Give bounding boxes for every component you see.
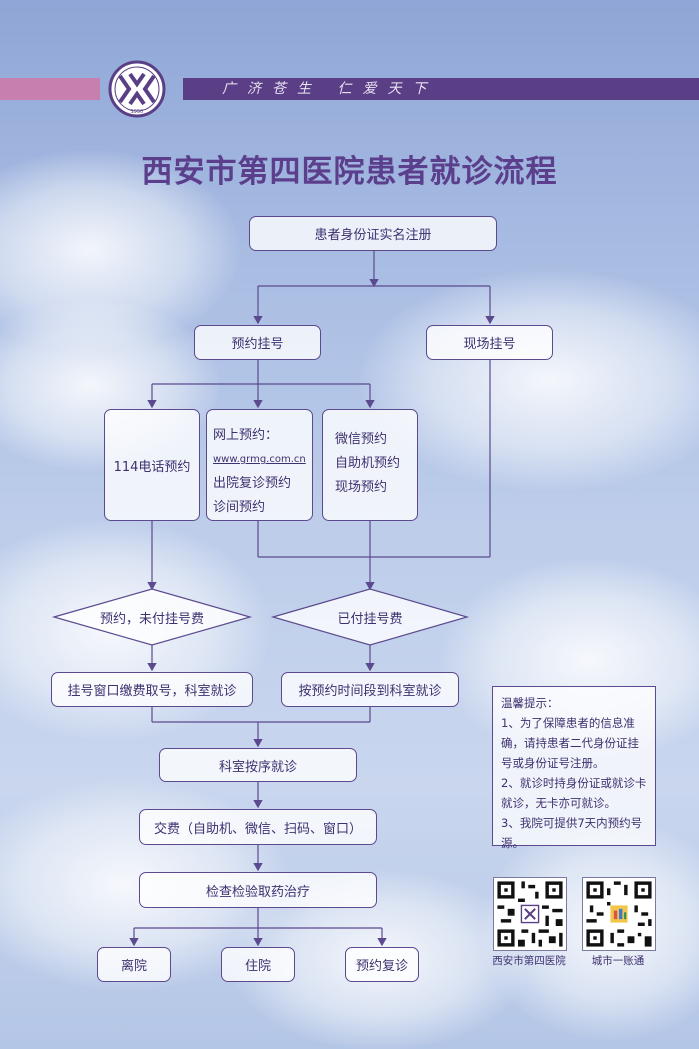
node-online: 网上预约： www.grmg.com.cn 出院复诊预约 诊间预约 <box>206 409 313 521</box>
node-payment: 交费（自助机、微信、扫码、窗口） <box>139 809 377 845</box>
page-title: 西安市第四医院患者就诊流程 <box>141 154 558 190</box>
logo-year: 1950 <box>131 109 144 115</box>
header-bar <box>183 78 699 100</box>
qr-code-city-icon <box>582 877 656 951</box>
node-window-pay: 挂号窗口缴费取号，科室就诊 <box>51 672 253 707</box>
node-inpatient: 住院 <box>221 947 295 982</box>
tips-panel: 温馨提示： 1、为了保障患者的信息准确，请持患者二代身份证挂号或身份证号注册。 … <box>492 686 656 850</box>
header-slogan: 广济苍生 仁爱天下 <box>222 81 438 97</box>
decision-unpaid-label: 预约，未付挂号费 <box>99 612 204 627</box>
qr-caption-hospital: 西安市第四医院 <box>492 955 566 967</box>
hospital-logo-icon: 1950 <box>108 60 166 118</box>
decision-paid-shape <box>270 588 470 646</box>
online-url: www.grmg.com.cn <box>213 454 306 465</box>
node-followup: 预约复诊 <box>345 947 419 982</box>
node-queue: 科室按序就诊 <box>159 748 357 782</box>
node-onsite: 现场挂号 <box>426 325 553 360</box>
qr-caption-city: 城市一账通 <box>591 955 645 967</box>
decision-unpaid-shape <box>51 588 253 646</box>
node-phone: 114电话预约 <box>104 409 200 521</box>
header-accent-bar <box>0 78 100 100</box>
node-exam: 检查检验取药治疗 <box>139 872 377 908</box>
node-register: 患者身份证实名注册 <box>249 216 497 251</box>
node-wechat: 微信预约 自助机预约 现场预约 <box>322 409 418 521</box>
node-discharge: 离院 <box>97 947 171 982</box>
decision-paid-label: 已付挂号费 <box>337 612 403 627</box>
tips-item: 3、我院可提供7天内预约号源。 <box>501 816 643 850</box>
qr-code-hospital-icon <box>493 877 567 951</box>
node-time-slot: 按预约时间段到科室就诊 <box>281 672 459 707</box>
tips-item: 1、为了保障患者的信息准确，请持患者二代身份证挂号或身份证号注册。 <box>501 716 639 770</box>
node-appointment: 预约挂号 <box>194 325 321 360</box>
tips-title: 温馨提示： <box>501 696 559 710</box>
tips-item: 2、就诊时持身份证或就诊卡就诊，无卡亦可就诊。 <box>501 776 647 810</box>
